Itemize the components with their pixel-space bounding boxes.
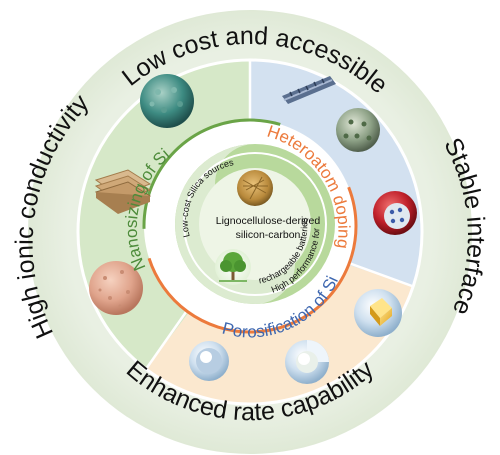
center-title-line2: silicon-carbon	[236, 229, 301, 241]
yolk-shell-icon	[285, 340, 329, 384]
porous-particle-icon	[89, 261, 143, 315]
doped-nanosphere-icon	[336, 108, 380, 152]
orange-arc	[142, 118, 358, 334]
green-arc	[142, 118, 358, 334]
cube-in-shell-icon	[354, 289, 402, 337]
center-title-line1: Lignocellulose-derived	[216, 215, 321, 227]
nanosheet-stack-icon	[94, 169, 152, 214]
tree-icon	[215, 249, 251, 285]
hollow-red-sphere-icon	[373, 191, 417, 235]
nanosphere-cluster-icon	[140, 74, 194, 128]
center-yin-yang	[175, 144, 335, 304]
core-shell-sphere-icon	[189, 341, 229, 381]
nanowire-bundle-icon	[282, 76, 336, 104]
rice-husk-icon	[237, 170, 273, 206]
